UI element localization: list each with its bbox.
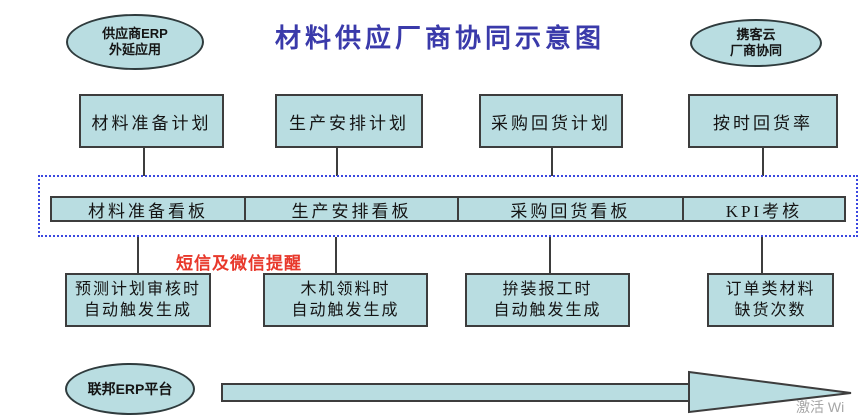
ellipse-xiekeyun-line2: 厂商协同	[729, 43, 782, 58]
trigger-box-line2: 自动触发生成	[291, 302, 400, 319]
ellipse-supplier-erp-line2: 外延应用	[108, 42, 161, 57]
trigger-box-line1: 订单类材料	[725, 281, 816, 298]
plan-box-label: 生产安排计划	[289, 113, 409, 133]
plan-box-label: 材料准备计划	[91, 113, 212, 133]
connector-line	[336, 148, 338, 176]
kanban-segment-kpi: KPI考核	[681, 198, 844, 221]
kanban-segment-label: KPI考核	[725, 201, 803, 221]
connector-line	[335, 237, 337, 273]
trigger-box-line1: 木机领料时	[300, 281, 391, 298]
kanban-segment-production: 生产安排看板	[244, 198, 457, 221]
kanban-segment-purchase: 采购回货看板	[456, 198, 682, 221]
trigger-box-wood-picking: 木机领料时 自动触发生成	[263, 273, 428, 327]
diagram-title: 材料供应厂商协同示意图	[274, 24, 605, 53]
trigger-box-line2: 自动触发生成	[493, 302, 602, 319]
connector-line	[143, 148, 145, 176]
plan-box-purchase-return: 采购回货计划	[479, 94, 623, 148]
kanban-segment-label: 生产安排看板	[291, 201, 412, 221]
ellipse-xiekeyun-line1: 携客云	[736, 27, 776, 42]
plan-box-material-prep: 材料准备计划	[79, 94, 224, 148]
trigger-box-line2: 缺货次数	[734, 302, 807, 319]
kanban-segment-material-prep: 材料准备看板	[52, 198, 244, 221]
trigger-box-forecast-audit: 预测计划审核时 自动触发生成	[65, 273, 211, 327]
connector-line	[762, 148, 764, 176]
connector-line	[549, 237, 551, 273]
connector-line	[137, 237, 139, 273]
ellipse-supplier-erp-line1: 供应商ERP	[102, 26, 168, 41]
plan-box-label: 按时回货率	[713, 113, 813, 133]
kanban-dotted-frame	[38, 175, 858, 237]
trigger-box-line2: 自动触发生成	[83, 302, 192, 319]
trigger-box-order-shortage: 订单类材料 缺货次数	[707, 273, 834, 327]
connector-line	[761, 237, 763, 273]
kanban-bar: 材料准备看板 生产安排看板 采购回货看板 KPI考核	[50, 196, 846, 222]
ellipse-federal-erp: 联邦ERP平台	[65, 363, 195, 415]
sms-wechat-reminder-label: 短信及微信提醒	[176, 254, 302, 273]
connector-line	[551, 148, 553, 176]
right-arrow-icon	[221, 370, 852, 414]
ellipse-supplier-erp: 供应商ERP 外延应用	[66, 14, 204, 70]
plan-box-ontime-rate: 按时回货率	[688, 94, 838, 148]
kanban-segment-label: 材料准备看板	[88, 201, 208, 221]
plan-box-production-schedule: 生产安排计划	[275, 94, 423, 148]
ellipse-federal-erp-label: 联邦ERP平台	[87, 381, 173, 397]
kanban-segment-label: 采购回货看板	[510, 201, 631, 221]
ellipse-xiekeyun: 携客云 厂商协同	[690, 19, 822, 67]
trigger-box-line1: 预测计划审核时	[74, 281, 201, 298]
activate-windows-watermark: 激活 Wi	[796, 399, 845, 415]
plan-box-label: 采购回货计划	[491, 113, 611, 133]
trigger-box-line1: 拚装报工时	[502, 281, 593, 298]
trigger-box-assembly-report: 拚装报工时 自动触发生成	[465, 273, 630, 327]
